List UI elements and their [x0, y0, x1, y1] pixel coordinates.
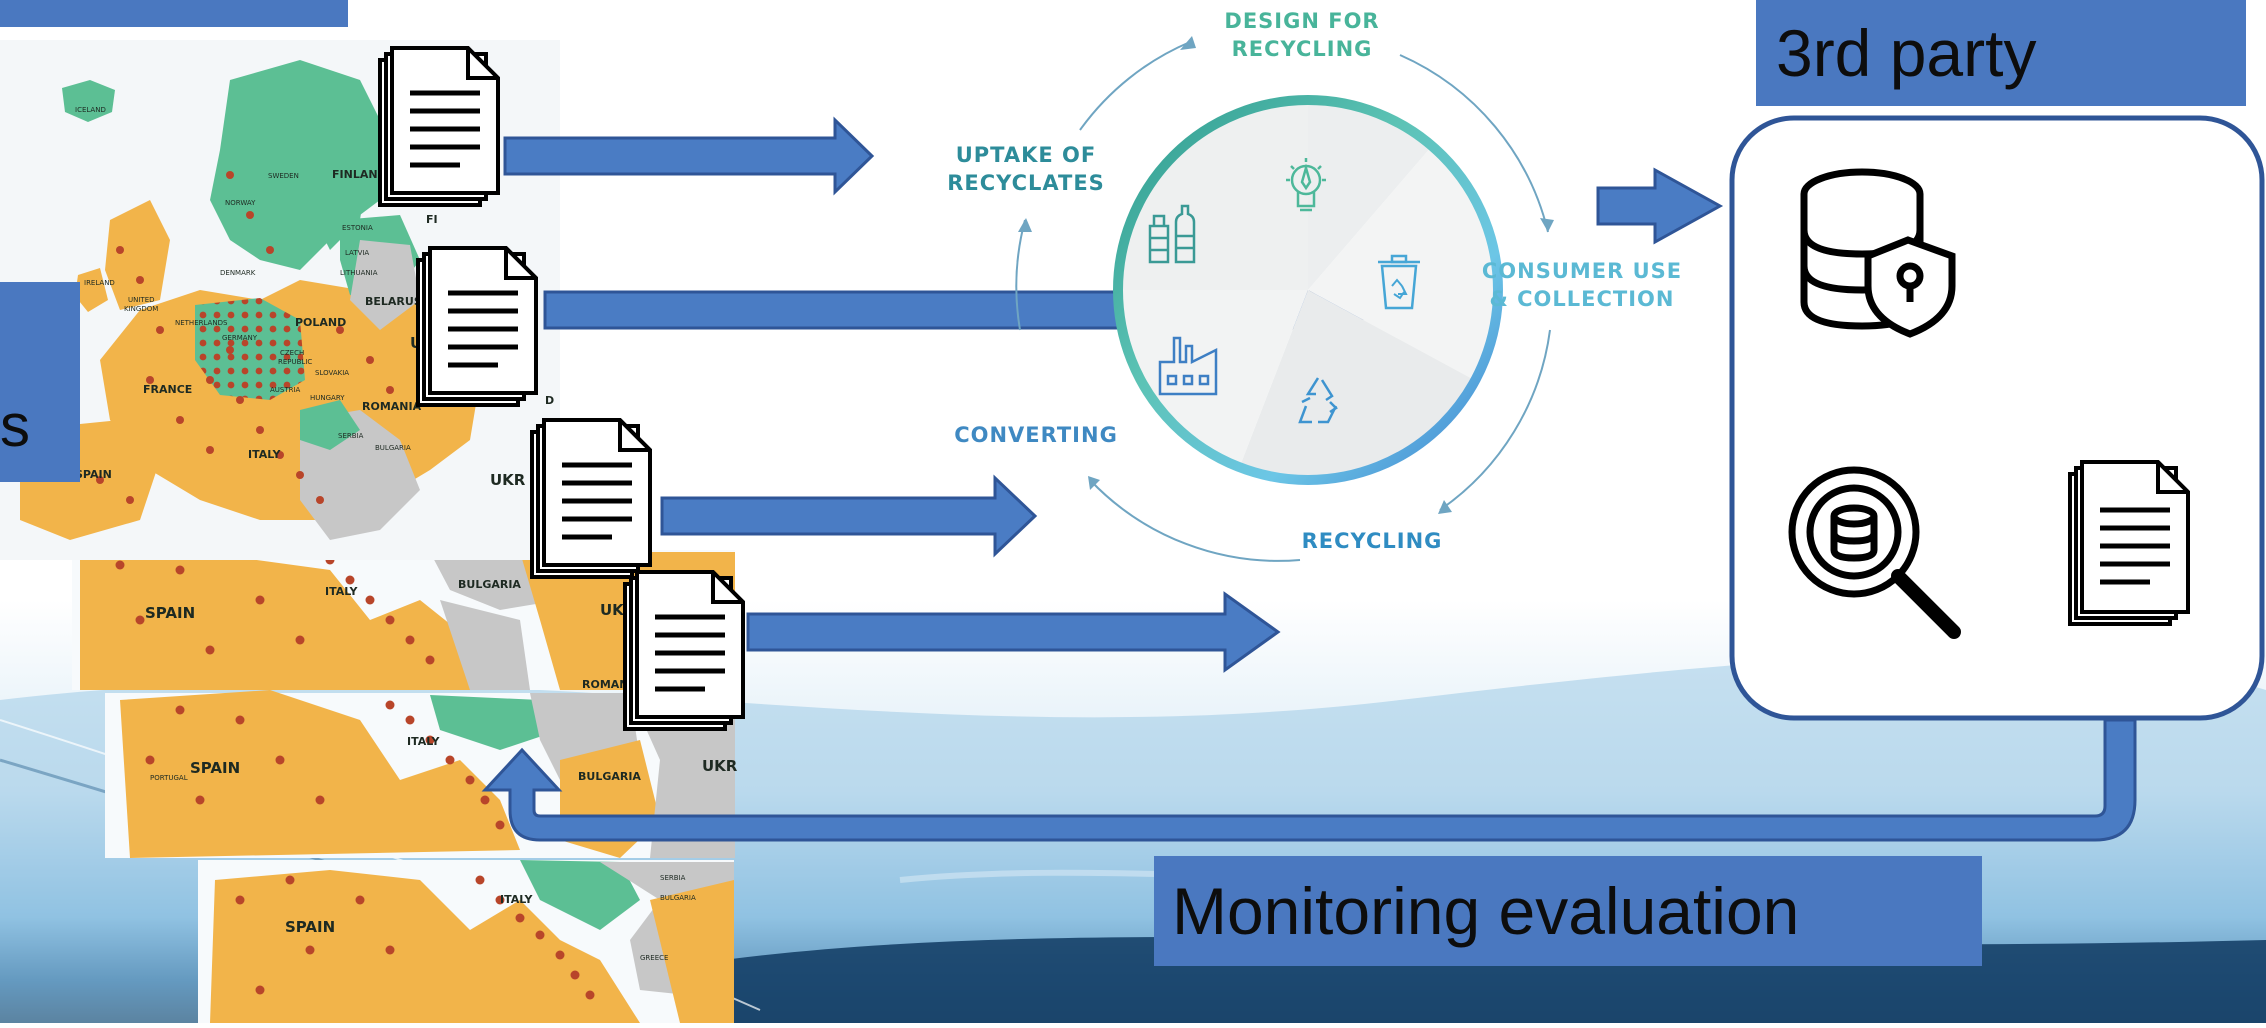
cycle-label-uptake: RECYCLATES: [947, 171, 1105, 195]
map-label: SLOVAKIA: [315, 369, 349, 377]
map-label: LITHUANIA: [340, 269, 378, 277]
arrow-right: [1596, 167, 1724, 245]
cycle-ring: [1113, 95, 1503, 485]
map-label: SPAIN: [145, 604, 195, 622]
map-label: REPUBLIC: [278, 358, 312, 366]
cycle-label-uptake: UPTAKE OF: [956, 143, 1097, 167]
cycle-label-design: RECYCLING: [1232, 37, 1373, 61]
arrow-right: [503, 116, 875, 196]
cycle-arrowheads: [1018, 36, 1554, 514]
document-stack-icon: [623, 570, 745, 731]
map-label: NORWAY: [225, 199, 256, 207]
map-label: UK: [600, 601, 625, 619]
map-label: BULGARIA: [458, 578, 521, 591]
left-label-box: [0, 282, 80, 482]
map-label: GREECE: [640, 954, 668, 962]
map-label: ITALY: [407, 735, 441, 748]
map-label: SPAIN: [190, 759, 240, 777]
map-label: IRELAND: [84, 279, 115, 287]
recycle-bin-icon: [1378, 254, 1420, 310]
map-label: UKR: [490, 471, 526, 489]
europe-map-stack: SPAIN ITALY SERBIA BULGARIA GREECE SPAIN…: [0, 40, 738, 1023]
document-stack-icon: [2068, 460, 2190, 626]
factory-icon: [1158, 336, 1218, 396]
map-label: ROMANIA: [362, 400, 422, 413]
lightbulb-pen-icon: [1286, 158, 1326, 212]
map-label: ICELAND: [75, 106, 106, 114]
map-label: NETHERLANDS: [175, 319, 228, 327]
map-label: FINLAND: [332, 168, 387, 181]
feedback-arrow: [481, 718, 2137, 842]
map-label: FRANCE: [143, 383, 192, 396]
cycle-label-consumer: CONSUMER USE: [1482, 259, 1682, 283]
document-stack-icon: [530, 418, 652, 579]
map-label: SPAIN: [75, 468, 112, 481]
cycle-label-converting: CONVERTING: [954, 423, 1118, 447]
map-label: POLAND: [295, 316, 346, 329]
map-label: SERBIA: [660, 874, 686, 882]
arrow-right: [746, 591, 1281, 673]
map-label: D: [545, 394, 554, 407]
cropped-title-box: [0, 0, 348, 27]
cycle-label-recycling: RECYCLING: [1302, 529, 1443, 553]
monitoring-box: [1154, 856, 1982, 966]
cycle-label-design: DESIGN FOR: [1224, 9, 1379, 33]
map-label: ITALY: [500, 893, 534, 906]
left-label-text: s: [0, 392, 30, 459]
map-label: LATVIA: [345, 249, 369, 257]
cycle-outer-arrows: [1015, 41, 1551, 562]
third-party-label: 3rd party: [1776, 16, 2036, 90]
europe-map-4: SPAIN ITALY SERBIA BULGARIA GREECE: [198, 860, 734, 1023]
database-shield-icon: [1800, 168, 1956, 338]
document-stack-icon: [378, 46, 500, 207]
map-label: UNITED: [128, 296, 155, 304]
map-label: SWEDEN: [268, 172, 299, 180]
third-party-header: [1756, 0, 2246, 106]
map-label: BELARUS: [365, 295, 422, 308]
map-label: ITALY: [325, 585, 359, 598]
map-label: DENMARK: [220, 269, 256, 277]
cycle-label-consumer: & COLLECTION: [1490, 287, 1675, 311]
iceland-shape: [62, 80, 115, 122]
map-label: BULGARIA: [375, 444, 411, 452]
map-label: UKR: [702, 757, 738, 775]
recycle-icon: [1298, 377, 1338, 424]
map-label: SERBIA: [338, 432, 364, 440]
map-label: KINGDOM: [124, 305, 158, 313]
map-label: SPAIN: [285, 918, 335, 936]
monitoring-label: Monitoring evaluation: [1172, 874, 1799, 948]
map-label: CZECH: [280, 349, 304, 357]
map-label: ITALY: [248, 448, 282, 461]
recycling-cycle: DESIGN FOR RECYCLING CONSUMER USE & COLL…: [947, 9, 1682, 562]
document-stack-icon: [416, 246, 538, 407]
map-label: PORTUGAL: [150, 774, 188, 782]
map-label: BULGARIA: [660, 894, 696, 902]
germany-shape: [195, 298, 305, 400]
map-label: ESTONIA: [342, 224, 373, 232]
map-label: FI: [426, 213, 438, 226]
map-label: BULGARIA: [578, 770, 641, 783]
database-search-icon: [1788, 466, 1961, 639]
map-label: AUSTRIA: [270, 386, 301, 394]
bottle-icon: [1148, 204, 1196, 264]
map-label: GERMANY: [222, 334, 258, 342]
arrow-right: [660, 474, 1038, 558]
map-label: HUNGARY: [310, 394, 345, 402]
